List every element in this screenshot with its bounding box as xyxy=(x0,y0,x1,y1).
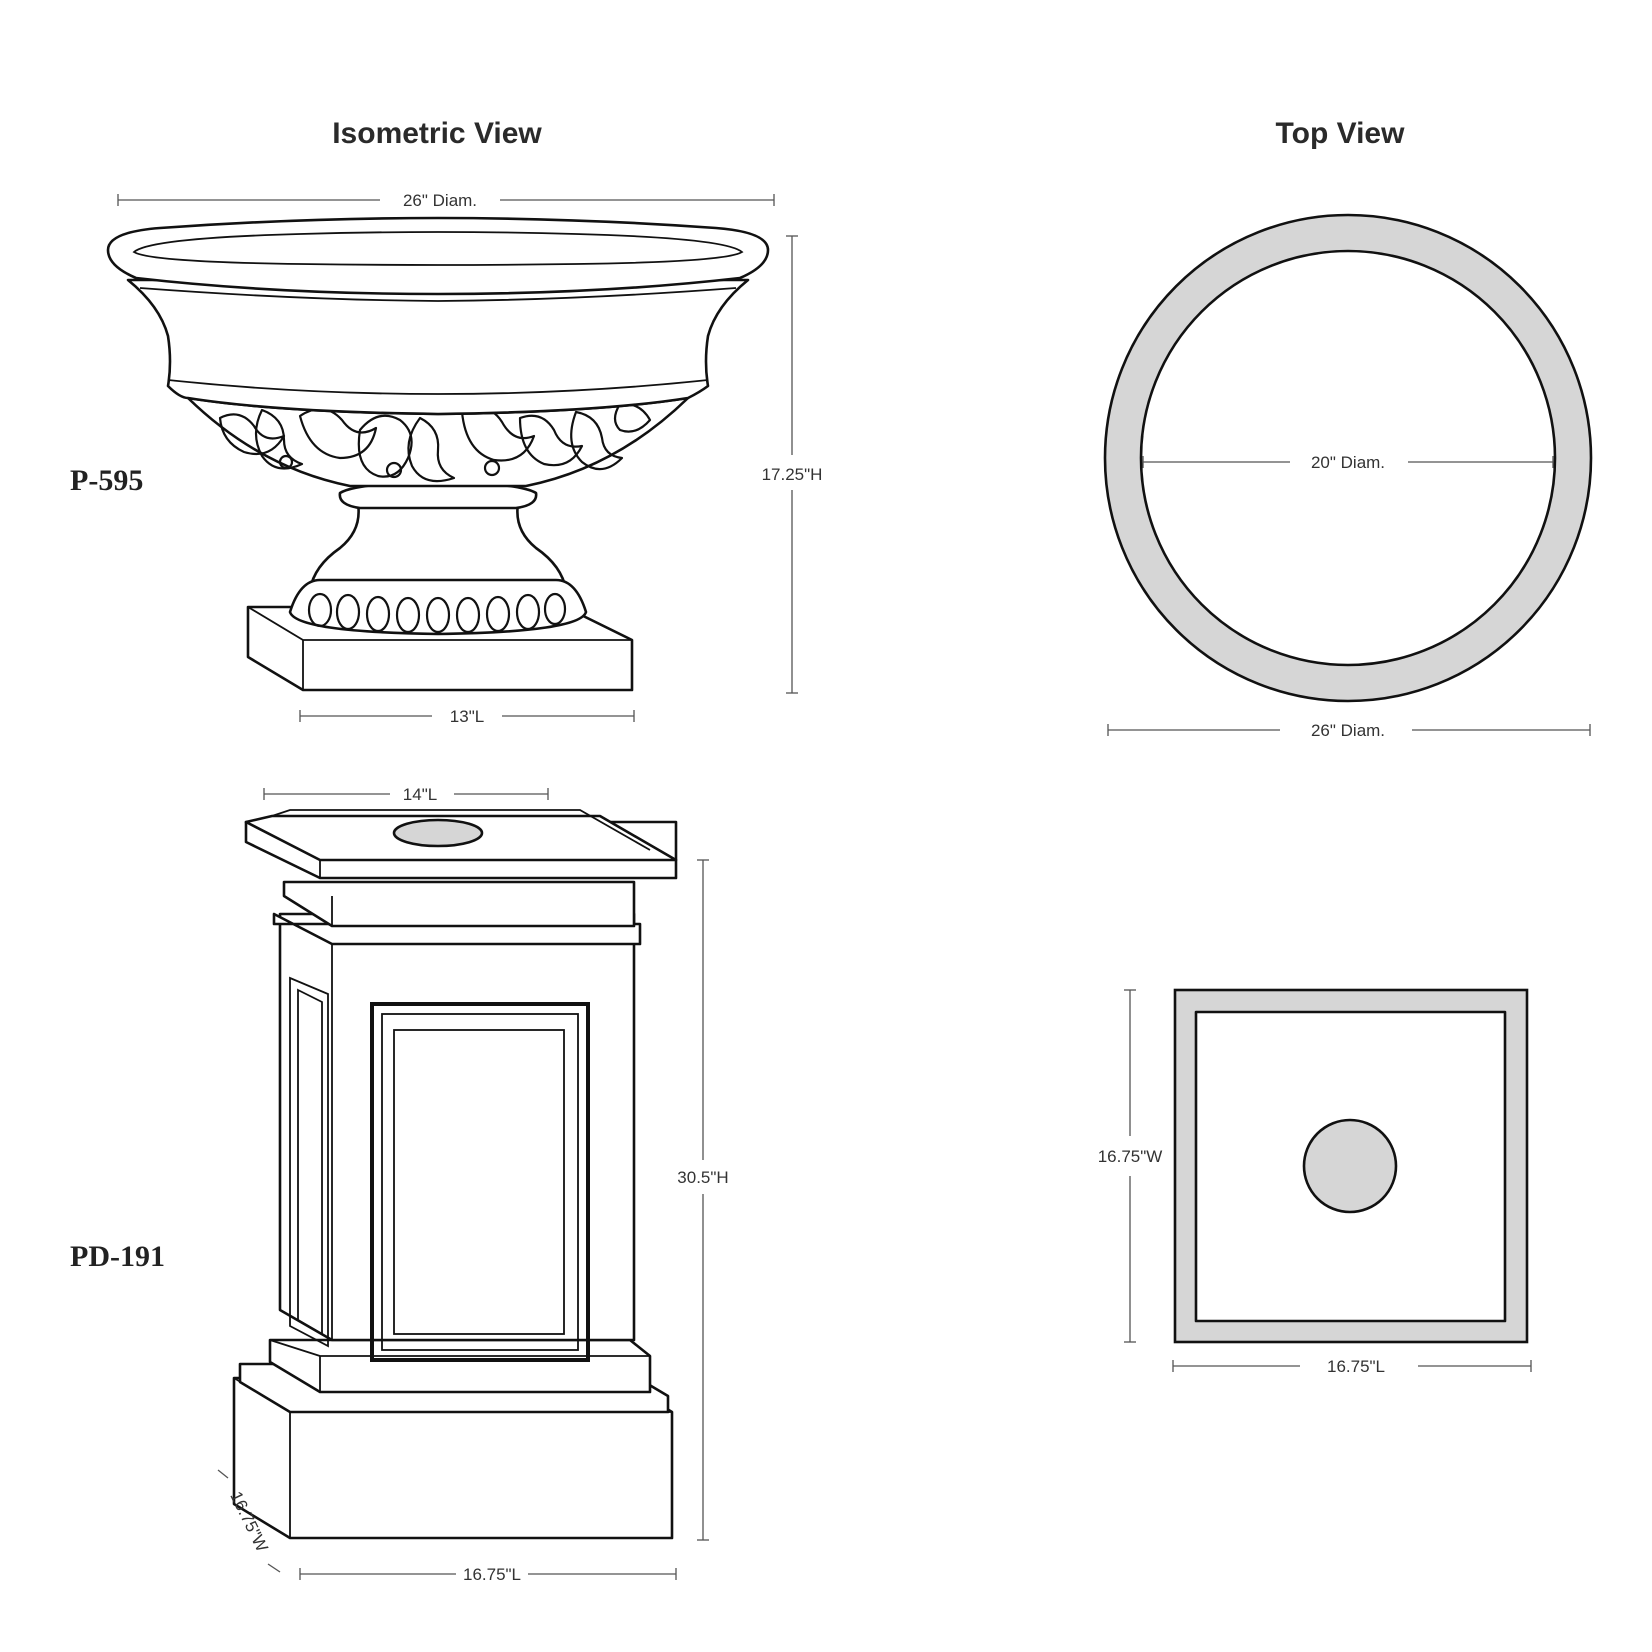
pedestal-code-label: PD-191 xyxy=(70,1240,165,1273)
pedestal-front-panel-moulding xyxy=(381,1013,579,1351)
planter-iso-height-label: 17.25"H xyxy=(762,465,823,484)
pedestal-base-step-edges xyxy=(269,1339,650,1392)
pedestal-iso-top-length-label: 14"L xyxy=(403,785,437,804)
planter-bowl-body xyxy=(126,278,750,416)
pedestal-top-view-drawing xyxy=(1173,988,1529,1344)
planter-stem xyxy=(308,502,568,592)
top-view-heading: Top View xyxy=(1276,117,1406,150)
pedestal-front-panel-frame xyxy=(370,1002,590,1362)
isometric-view-heading: Isometric View xyxy=(332,117,542,150)
egg-and-dart-ornament xyxy=(307,592,567,634)
planter-base-edges xyxy=(247,606,632,690)
pedestal-top-center-hole xyxy=(1302,1118,1398,1214)
pedestal-shaft xyxy=(278,912,636,1342)
pedestal-top-dimensions: 16.75"W 16.75"L xyxy=(1098,989,1532,1376)
pedestal-isometric-drawing xyxy=(232,809,678,1540)
pedestal-top-width-label: 16.75"W xyxy=(1098,1147,1163,1166)
planter-top-view-drawing xyxy=(1103,213,1593,703)
planter-rim xyxy=(106,216,770,296)
planter-isometric-drawing xyxy=(106,216,770,692)
pedestal-side-panel-inner xyxy=(297,988,323,1336)
planter-iso-diameter-label: 26" Diam. xyxy=(403,191,477,210)
pedestal-cap-top-bevel xyxy=(271,809,651,851)
planter-code-label: P-595 xyxy=(70,464,143,497)
bowl-upper-bead xyxy=(139,287,737,302)
planter-foot-ring xyxy=(288,578,588,636)
planter-iso-dimensions: 26" Diam. 17.25"H 13"L xyxy=(117,191,823,726)
pedestal-iso-height-label: 30.5"H xyxy=(677,1168,728,1187)
bowl-lower-bead xyxy=(167,379,709,395)
pedestal-iso-length-label: 16.75"L xyxy=(463,1565,521,1584)
planter-top-dimensions: 20" Diam. 26" Diam. xyxy=(1107,453,1591,740)
pedestal-side-panel xyxy=(289,976,329,1348)
pedestal-front-panel-inset xyxy=(393,1029,565,1335)
planter-top-outer-diameter-label: 26" Diam. xyxy=(1311,721,1385,740)
planter-iso-length-label: 13"L xyxy=(450,707,484,726)
planter-rim-lip xyxy=(132,231,744,266)
pedestal-top-hole xyxy=(392,818,484,848)
pedestal-frieze xyxy=(282,880,636,928)
acanthus-leaf-ornament xyxy=(218,402,652,483)
pedestal-top-length-label: 16.75"L xyxy=(1327,1357,1385,1376)
pedestal-base-step xyxy=(268,1338,652,1394)
planter-top-inner-opening xyxy=(1139,249,1557,667)
planter-top-inner-diameter-label: 20" Diam. xyxy=(1311,453,1385,472)
